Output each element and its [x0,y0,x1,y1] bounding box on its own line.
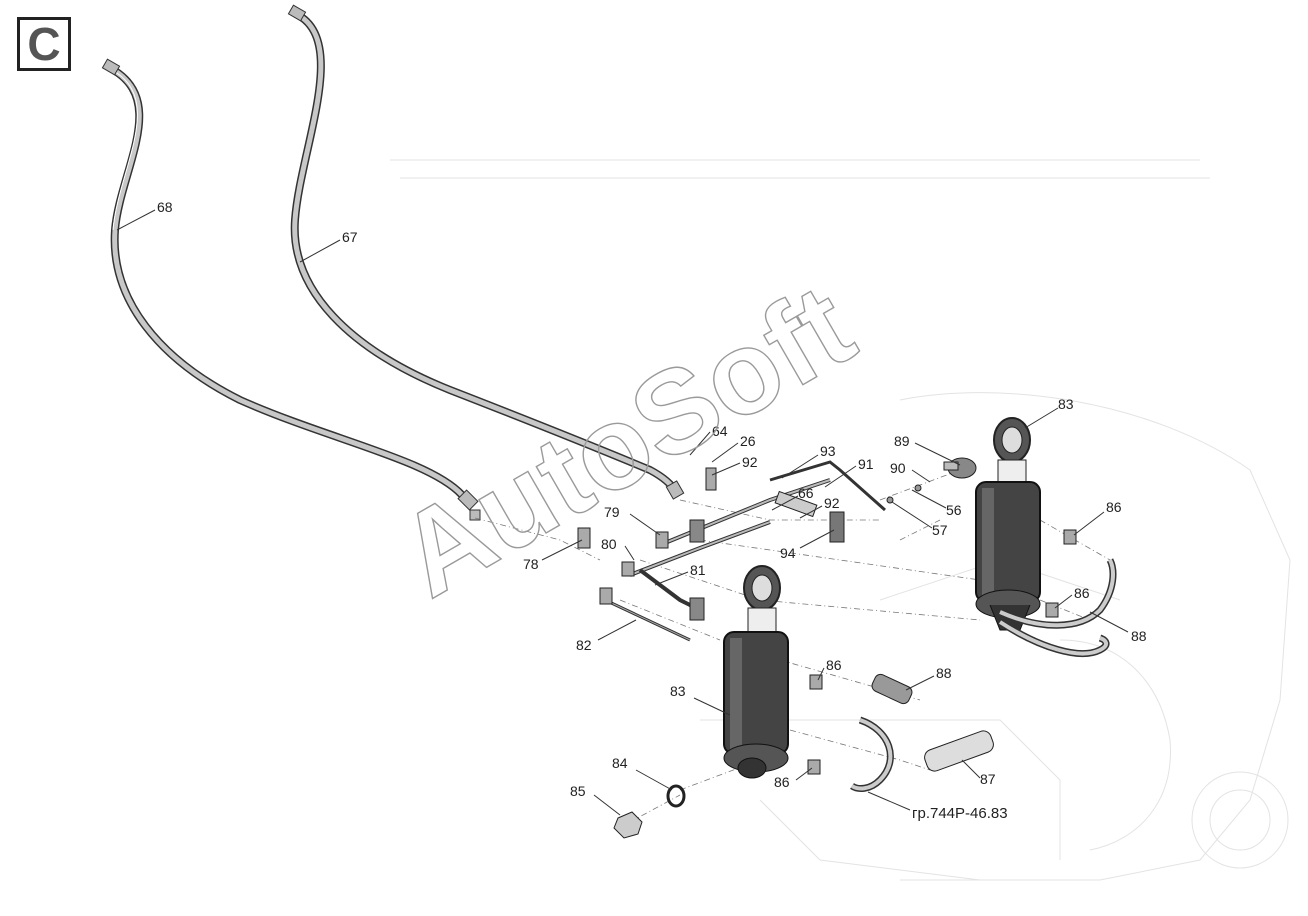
callout-90: 90 [890,460,906,476]
callout-56: 56 [946,502,962,518]
callout-92: 92 [742,454,758,470]
hose-88-right [998,558,1117,657]
callout-89: 89 [894,433,910,449]
background-frame-ghost [390,159,1291,881]
callout-26: 26 [740,433,756,449]
hydraulic-cylinder-lower [723,565,789,779]
callout-94: 94 [780,545,796,561]
callout-68: 68 [157,199,173,215]
tubes-and-brackets [577,460,886,642]
callout-67: 67 [342,229,358,245]
leader-lines [116,209,1129,816]
callout-57: 57 [932,522,948,538]
callout-86-right-lower: 86 [1074,585,1090,601]
callout-81: 81 [690,562,706,578]
callout-92-lower: 92 [824,495,840,511]
callout-86-bottom: 86 [774,774,790,790]
section-badge: C [17,17,71,71]
hydraulic-cylinder-upper [975,417,1041,631]
callout-80: 80 [601,536,617,552]
callout-87: 87 [980,771,996,787]
group-reference: гр.744Р-46.83 [912,805,1008,822]
hose-68 [101,58,481,521]
callout-79: 79 [604,504,620,520]
callout-66: 66 [798,485,814,501]
callout-85: 85 [570,783,586,799]
callout-91: 91 [858,456,874,472]
callout-83-lower: 83 [670,683,686,699]
callout-88-lower: 88 [936,665,952,681]
callout-82: 82 [576,637,592,653]
callout-93: 93 [820,443,836,459]
callout-86-center: 86 [826,657,842,673]
callout-64: 64 [712,423,728,439]
callout-88-right: 88 [1131,628,1147,644]
section-letter: C [27,18,61,70]
hose-67 [287,4,685,500]
callout-84: 84 [612,755,628,771]
callout-86-right-upper: 86 [1106,499,1122,515]
callout-83-upper: 83 [1058,396,1074,412]
callout-78: 78 [523,556,539,572]
hose-88-lower [850,673,913,792]
callout-labels: 68 67 64 26 92 93 91 89 83 90 56 66 92 5… [157,199,1147,822]
